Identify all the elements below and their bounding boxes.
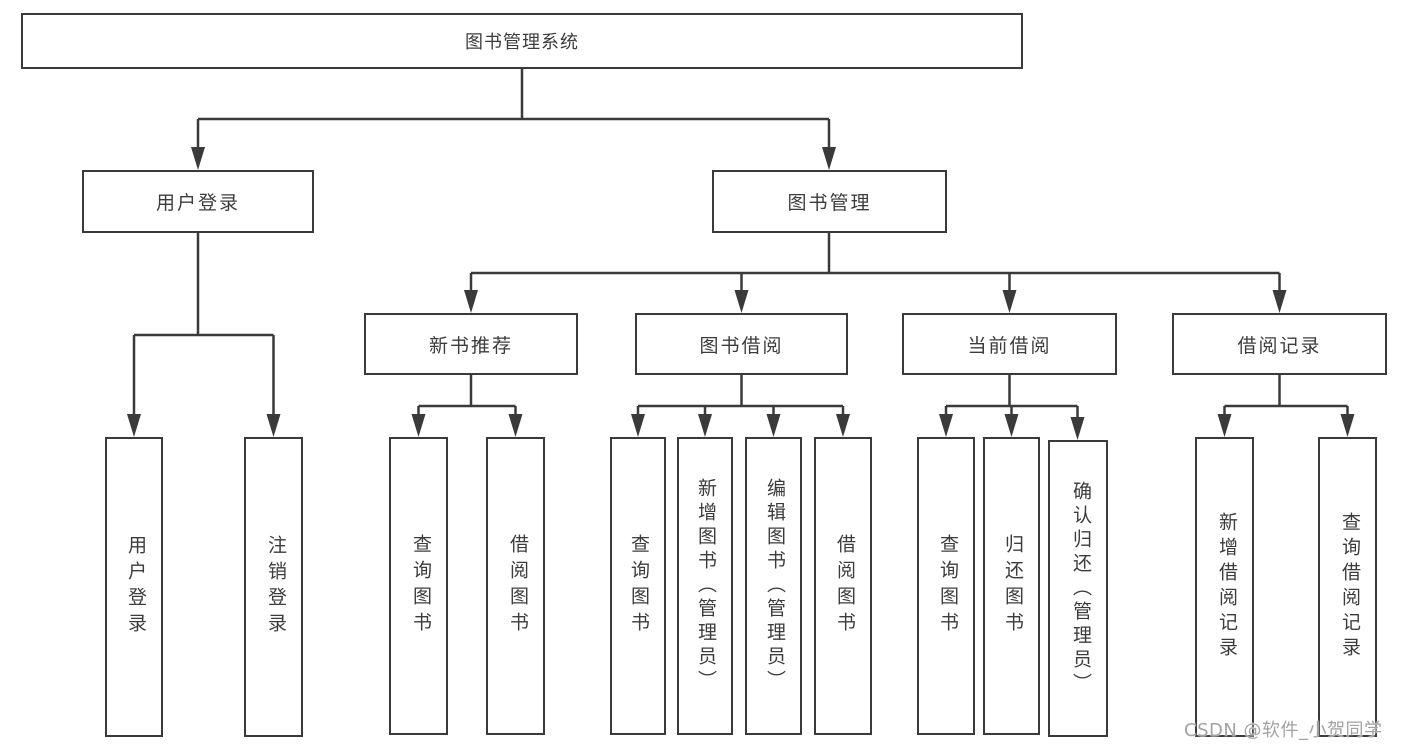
leaf-logout-login: 注销登录 — [244, 437, 303, 737]
leaf-query-borrow-record: 查询借阅记录 — [1318, 437, 1377, 737]
node-new-book-recommendation: 新书推荐 — [364, 313, 578, 375]
connector-user-login — [127, 233, 281, 437]
leaf-add-books-admin: 新增图书（管理员） — [677, 437, 733, 735]
connector-root — [191, 69, 836, 170]
connector-new-book-recommendation — [411, 375, 523, 437]
node-user-login: 用户登录 — [82, 170, 314, 233]
node-book-management: 图书管理 — [712, 170, 947, 233]
leaf-borrow-books-recommend: 借阅图书 — [486, 437, 545, 735]
leaf-confirm-return-admin: 确认归还（管理员） — [1048, 440, 1108, 737]
leaf-borrow-books-borrowing: 借阅图书 — [814, 437, 872, 735]
node-library-system: 图书管理系统 — [21, 13, 1023, 69]
node-borrowing-records: 借阅记录 — [1172, 313, 1387, 375]
connector-book-management — [464, 233, 1287, 313]
node-book-borrowing: 图书借阅 — [635, 313, 848, 375]
leaf-return-books: 归还图书 — [983, 437, 1040, 735]
leaf-add-borrow-record: 新增借阅记录 — [1195, 437, 1254, 737]
leaf-query-books-recommend: 查询图书 — [389, 437, 448, 735]
leaf-user-login: 用户登录 — [105, 437, 163, 737]
connector-book-borrowing — [631, 375, 850, 437]
leaf-query-books-current: 查询图书 — [917, 437, 975, 735]
connector-current-borrowing — [939, 375, 1085, 440]
connector-borrowing-records — [1217, 375, 1355, 437]
leaf-query-books-borrowing: 查询图书 — [610, 437, 666, 735]
leaf-edit-books-admin: 编辑图书（管理员） — [745, 437, 802, 735]
node-current-borrowing: 当前借阅 — [902, 313, 1117, 375]
watermark-text: CSDN @软件_小贺同学 — [1184, 720, 1383, 741]
